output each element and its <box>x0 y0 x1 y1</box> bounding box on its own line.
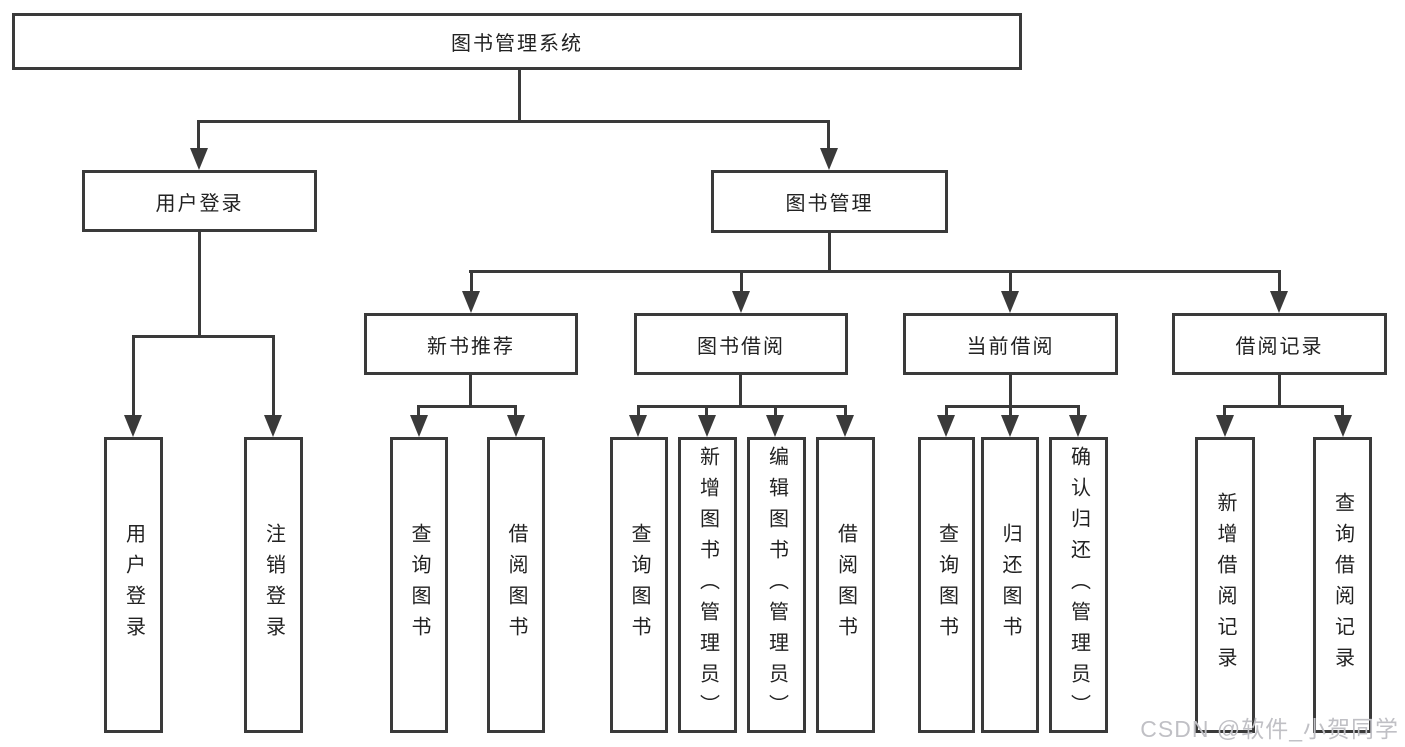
leaf-label: 新增图书（管理员） <box>696 445 719 725</box>
edge-to-leaf <box>774 405 777 417</box>
arrowhead-down <box>698 415 716 437</box>
edge-section-stem <box>739 375 742 405</box>
node-label: 借阅记录 <box>1235 335 1324 358</box>
leaf-confirm-return-admin: 确认归还（管理员） <box>1049 437 1108 733</box>
edge-to-leaf <box>1223 405 1226 417</box>
edge-to-leaf <box>1009 405 1012 417</box>
leaf-query-books-current: 查询图书 <box>918 437 975 733</box>
leaf-logout: 注销登录 <box>244 437 303 733</box>
edge-to-leaf <box>132 335 135 417</box>
leaf-borrow-books-recommend: 借阅图书 <box>487 437 545 733</box>
leaf-label: 新增借阅记录 <box>1214 492 1236 678</box>
leaf-edit-books-admin: 编辑图书（管理员） <box>747 437 806 733</box>
leaf-label: 注销登录 <box>262 523 285 647</box>
arrowhead-down <box>410 415 428 437</box>
leaf-label: 用户登录 <box>122 523 145 647</box>
edge-leaf-rail <box>945 405 1080 408</box>
node-borrowing-records: 借阅记录 <box>1172 313 1387 375</box>
leaf-label: 借阅图书 <box>834 523 857 647</box>
arrowhead-down <box>629 415 647 437</box>
edge-to-leaf <box>1341 405 1344 417</box>
edge-user-login-stem <box>198 232 201 335</box>
arrowhead-down <box>1334 415 1352 437</box>
leaf-query-borrow-record: 查询借阅记录 <box>1313 437 1372 733</box>
edge-to-book-management <box>827 120 830 150</box>
edge-to-leaf <box>1077 405 1080 417</box>
edge-leaf-rail <box>417 405 517 408</box>
leaf-query-books-borrow: 查询图书 <box>610 437 668 733</box>
arrowhead-down <box>937 415 955 437</box>
arrowhead-down <box>462 291 480 313</box>
node-label: 图书借阅 <box>697 335 785 358</box>
arrowhead-down <box>190 148 208 170</box>
arrowhead-down <box>836 415 854 437</box>
leaf-user-login: 用户登录 <box>104 437 163 733</box>
leaf-borrow-books: 借阅图书 <box>816 437 875 733</box>
edge-to-leaf <box>844 405 847 417</box>
node-user-login: 用户登录 <box>82 170 317 232</box>
edge-to-leaf <box>945 405 948 417</box>
arrowhead-down <box>1001 415 1019 437</box>
arrowhead-down <box>1069 415 1087 437</box>
node-current-borrowing: 当前借阅 <box>903 313 1118 375</box>
leaf-label: 确认归还（管理员） <box>1067 445 1090 725</box>
edge-to-section <box>1278 270 1281 293</box>
node-label: 当前借阅 <box>966 335 1055 358</box>
leaf-label: 查询图书 <box>408 523 430 647</box>
leaf-return-books: 归还图书 <box>981 437 1039 733</box>
edge-leaf-rail <box>637 405 847 408</box>
leaf-label: 借阅图书 <box>505 523 527 647</box>
leaf-label: 查询图书 <box>628 523 650 647</box>
edge-user-login-rail <box>132 335 275 338</box>
leaf-label: 查询图书 <box>935 523 958 647</box>
leaf-add-borrow-record: 新增借阅记录 <box>1195 437 1255 733</box>
leaf-label: 编辑图书（管理员） <box>765 445 788 725</box>
leaf-query-books-recommend: 查询图书 <box>390 437 448 733</box>
edge-to-leaf <box>272 335 275 417</box>
edge-to-leaf <box>637 405 640 417</box>
edge-to-section <box>1009 270 1012 293</box>
edge-section-stem <box>469 375 472 405</box>
arrowhead-down <box>1001 291 1019 313</box>
arrowhead-down <box>1270 291 1288 313</box>
node-book-management: 图书管理 <box>711 170 948 233</box>
leaf-label: 查询借阅记录 <box>1331 492 1354 678</box>
node-label: 图书管理系统 <box>451 33 583 55</box>
arrowhead-down <box>1216 415 1234 437</box>
edge-section-stem <box>1009 375 1012 405</box>
edge-level3-rail <box>469 270 1281 273</box>
leaf-label: 归还图书 <box>999 523 1021 647</box>
edge-leaf-rail <box>1223 405 1344 408</box>
edge-to-section <box>740 270 743 293</box>
node-label: 用户登录 <box>155 192 244 215</box>
node-book-borrowing: 图书借阅 <box>634 313 848 375</box>
arrowhead-down <box>507 415 525 437</box>
arrowhead-down <box>766 415 784 437</box>
edge-root-stem <box>518 70 521 120</box>
edge-section-stem <box>1278 375 1281 405</box>
edge-to-section <box>470 270 473 293</box>
node-new-book-recommendation: 新书推荐 <box>364 313 578 375</box>
arrowhead-down <box>732 291 750 313</box>
node-label: 新书推荐 <box>427 335 515 358</box>
arrowhead-down <box>264 415 282 437</box>
csdn-watermark: CSDN @软件_小贺同学 <box>1140 716 1399 742</box>
edge-to-leaf <box>705 405 708 417</box>
arrowhead-down <box>820 148 838 170</box>
arrowhead-down <box>124 415 142 437</box>
edge-to-leaf <box>514 405 517 417</box>
node-root-system: 图书管理系统 <box>12 13 1022 70</box>
leaf-add-books-admin: 新增图书（管理员） <box>678 437 737 733</box>
edge-level2-rail <box>197 120 830 123</box>
edge-book-management-stem <box>828 233 831 270</box>
node-label: 图书管理 <box>785 193 874 215</box>
edge-to-user-login <box>197 120 200 150</box>
edge-to-leaf <box>417 405 420 417</box>
